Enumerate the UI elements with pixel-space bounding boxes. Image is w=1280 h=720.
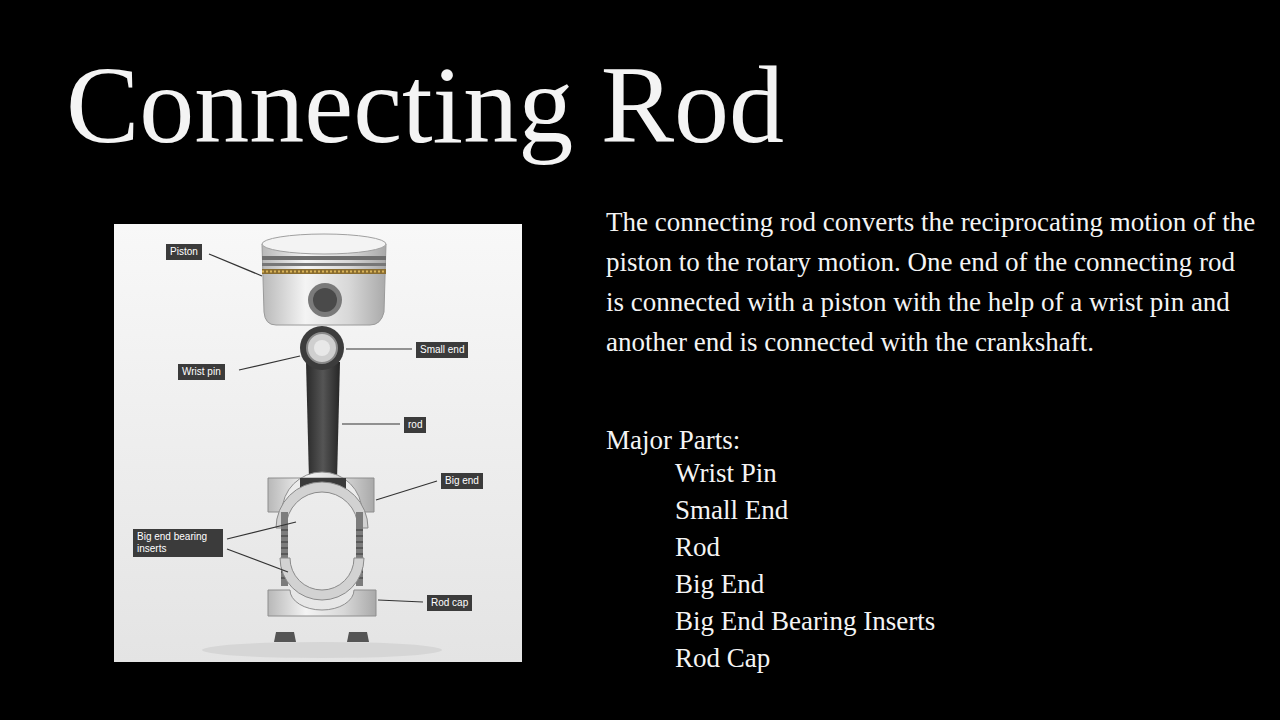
part-tag: rod: [404, 417, 426, 433]
tag-text: Big end bearing inserts: [137, 531, 207, 554]
tag-text: Small end: [420, 344, 464, 355]
list-item: Big End: [675, 564, 764, 604]
tag-text: rod: [408, 419, 422, 430]
bearing-insert-lower: [280, 558, 364, 600]
tag-text: Rod cap: [431, 597, 468, 608]
tag-text: Wrist pin: [182, 366, 221, 377]
list-item: Rod: [675, 527, 720, 567]
slide-title: Connecting Rod: [66, 50, 784, 160]
part-tag: Big end bearing inserts: [133, 529, 223, 557]
tag-text: Big end: [445, 475, 479, 486]
part-tag: Big end: [441, 473, 483, 489]
part-tag: Piston: [166, 244, 202, 260]
part-tag: Rod cap: [427, 595, 472, 611]
image-panel: [114, 224, 522, 662]
list-item: Rod Cap: [675, 638, 770, 678]
rod-cap: [268, 590, 376, 642]
list-item: Small End: [675, 490, 788, 530]
part-tag: Wrist pin: [178, 364, 225, 380]
list-item: Wrist Pin: [675, 453, 777, 493]
piston: [262, 234, 386, 325]
description-text: The connecting rod converts the reciproc…: [606, 202, 1256, 362]
floor-shadow: [202, 642, 442, 658]
tag-text: Piston: [170, 246, 198, 257]
list-item: Big End Bearing Inserts: [675, 601, 935, 641]
list-heading: Major Parts:: [606, 420, 740, 460]
bearing-insert-upper: [276, 482, 368, 528]
part-tag: Small end: [416, 342, 468, 358]
leader-lines: [209, 254, 437, 602]
